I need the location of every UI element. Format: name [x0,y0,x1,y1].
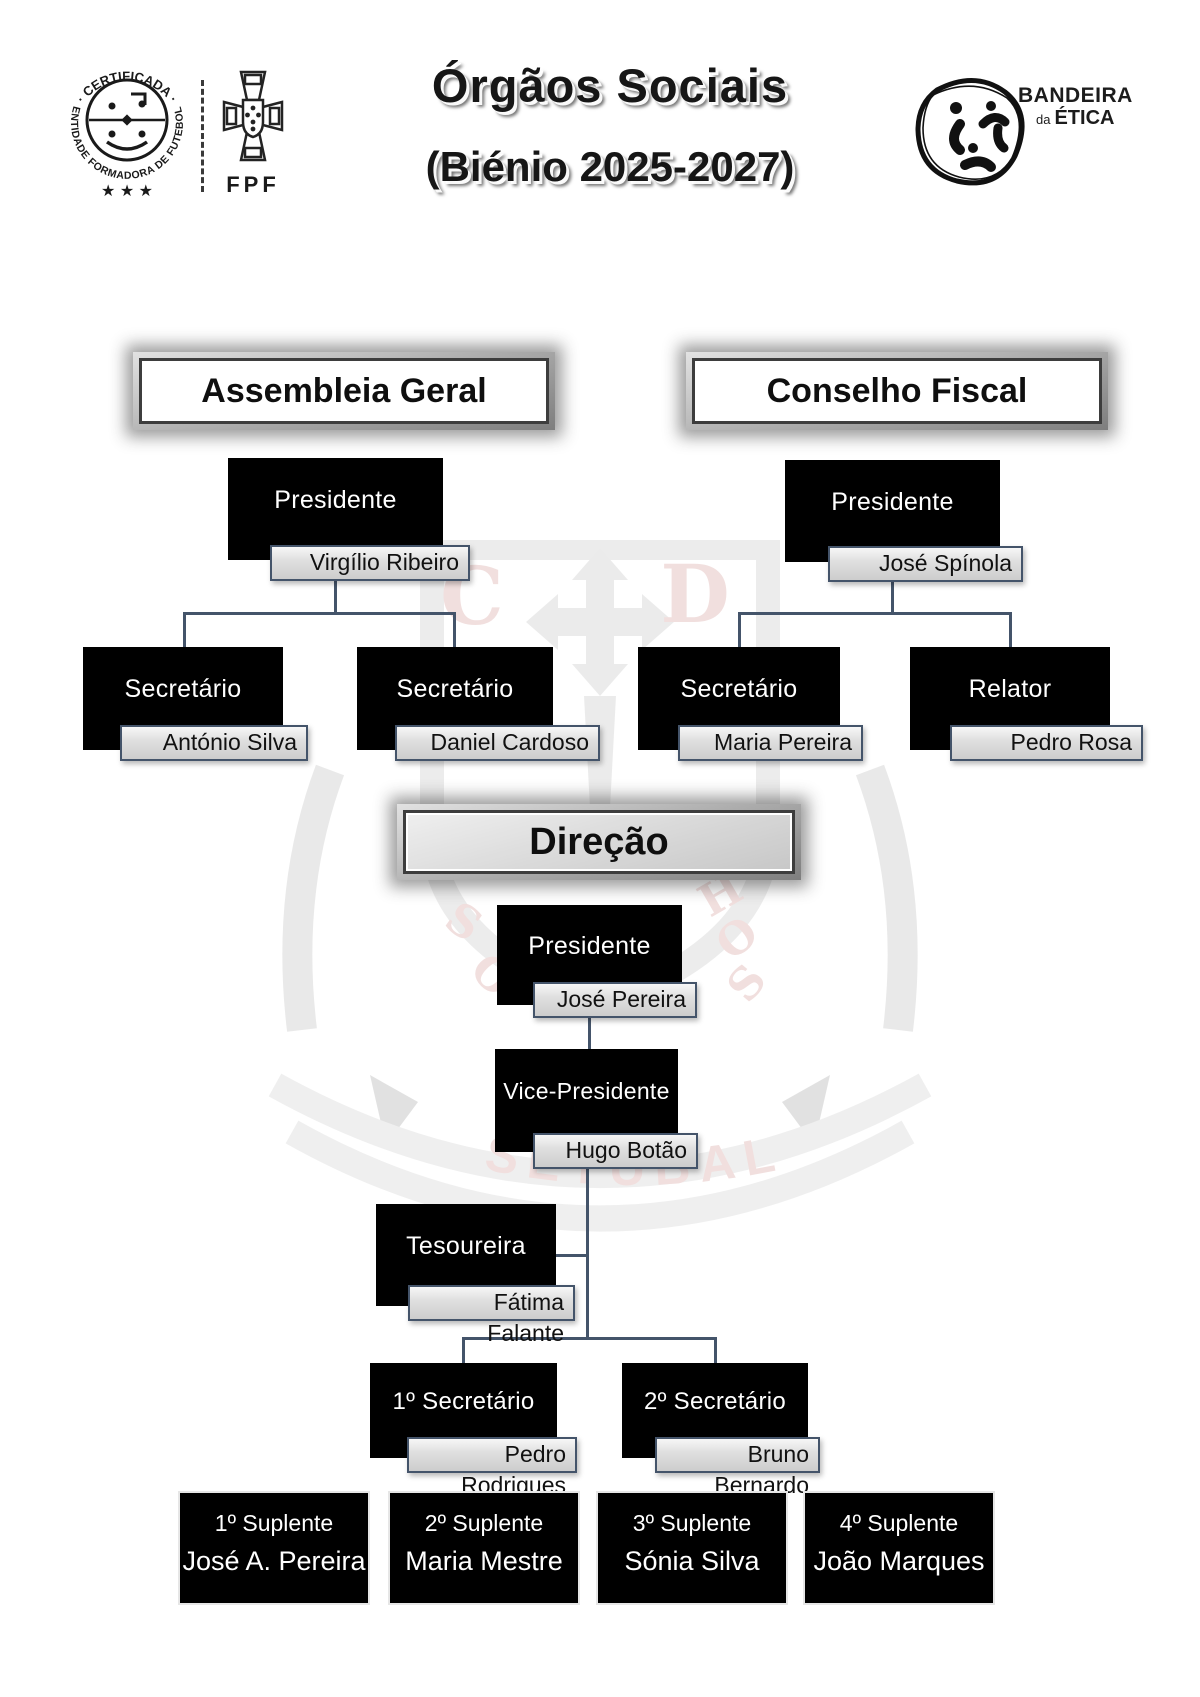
name-label: João Marques [813,1545,985,1576]
role-label: 4º Suplente [839,1509,959,1536]
section-header-direcao: Direção [397,804,801,880]
fpf-logo: FPF [222,70,284,197]
title-block: Órgãos Sociais (Biénio 2025-2027) [320,58,900,191]
role-label: Secretário [124,675,242,703]
connector [1009,612,1012,648]
node-ag-secretario-1: Secretário António Silva [83,647,308,761]
name-label: Maria Mestre [405,1545,563,1576]
node-ag-presidente: Presidente Virgílio Ribeiro [228,458,470,581]
role-label: Relator [968,675,1052,703]
name-plate: António Silva [120,725,308,761]
role-label: 2º Secretário [643,1387,787,1415]
node-cf-secretario: Secretário Maria Pereira [638,647,863,761]
role-label: 2º Suplente [424,1509,544,1536]
page-subtitle: (Biénio 2025-2027) [425,143,795,190]
cert-stars: ★ ★ ★ [101,183,153,200]
crest-side-letter: S [717,955,776,1012]
name-label: José A. Pereira [182,1545,366,1576]
role-label: Tesoureira [406,1231,526,1260]
name-plate: Bruno Bernardo [655,1437,820,1498]
name-plate: José Spínola [828,546,1023,582]
role-label: Secretário [396,675,514,703]
connector [738,612,741,648]
connector [891,560,894,614]
section-title: Conselho Fiscal [692,358,1102,424]
crest-side-letter: O [706,907,768,971]
node-dir-secretario-1: 1º Secretário Pedro Rodrigues [370,1363,577,1498]
name-label: Sónia Silva [624,1545,760,1576]
node-cf-relator: Relator Pedro Rosa [910,647,1143,761]
connector [738,612,1012,615]
connector [462,1337,717,1340]
connector [183,612,186,648]
name-plate: Hugo Botão [533,1133,698,1169]
logo-divider [201,80,204,192]
section-header-assembleia: Assembleia Geral [133,352,555,430]
fpf-label: FPF [226,172,280,197]
connector [453,612,456,648]
role-label: Vice-Presidente [503,1078,670,1104]
role-label: 1º Secretário [392,1387,535,1415]
connector [554,1254,588,1257]
role-label: Presidente [274,485,397,514]
name-plate: Pedro Rodrigues [407,1437,577,1498]
connector [183,612,456,615]
svg-text:· CERTIFICADA ·: · CERTIFICADA · [73,69,181,106]
name-plate: José Pereira [533,982,697,1018]
node-dir-presidente: Presidente José Pereira [497,905,697,1018]
role-label: Presidente [831,487,954,516]
connector [586,1155,589,1340]
role-label: Secretário [680,675,798,703]
connector [462,1337,465,1364]
crest-letter-d: D [660,547,729,641]
name-plate: Maria Pereira [678,725,863,761]
certification-seal-logo: · CERTIFICADA · ENTIDADE FORMADORA DE FU… [68,69,186,200]
connector [334,556,337,614]
name-plate: Pedro Rosa [950,725,1143,761]
node-ag-secretario-2: Secretário Daniel Cardoso [357,647,600,761]
role-label: 1º Suplente [214,1509,334,1536]
cert-arc-top-text: · CERTIFICADA · [73,69,181,106]
role-label: Presidente [528,931,651,960]
node-suplente-2: 2º Suplente Maria Mestre [390,1493,578,1603]
node-dir-secretario-2: 2º Secretário Bruno Bernardo [622,1363,820,1498]
section-header-fiscal: Conselho Fiscal [686,352,1108,430]
role-box [785,460,1000,562]
connector [588,1002,591,1050]
page-title: Órgãos Sociais [431,59,789,112]
node-cf-presidente: Presidente José Spínola [785,460,1023,582]
connector [714,1337,717,1364]
name-plate: Daniel Cardoso [395,725,600,761]
node-dir-tesoureira: Tesoureira Fátima Falante [376,1204,575,1346]
name-plate: Virgílio Ribeiro [270,545,470,581]
section-title: Assembleia Geral [139,358,549,424]
node-suplente-1: 1º Suplente José A. Pereira [180,1493,368,1603]
node-suplente-4: 4º Suplente João Marques [805,1493,993,1603]
node-dir-vice-presidente: Vice-Presidente Hugo Botão [495,1049,698,1169]
crest-side-letter: S [436,892,491,952]
role-box [228,458,443,560]
role-label: 3º Suplente [632,1509,752,1536]
name-plate: Fátima Falante [408,1285,575,1346]
node-suplente-3: 3º Suplente Sónia Silva [598,1493,786,1603]
etica-line1: BANDEIRA [1018,84,1133,107]
bandeira-etica-logo [915,78,1025,186]
section-title: Direção [403,810,795,874]
